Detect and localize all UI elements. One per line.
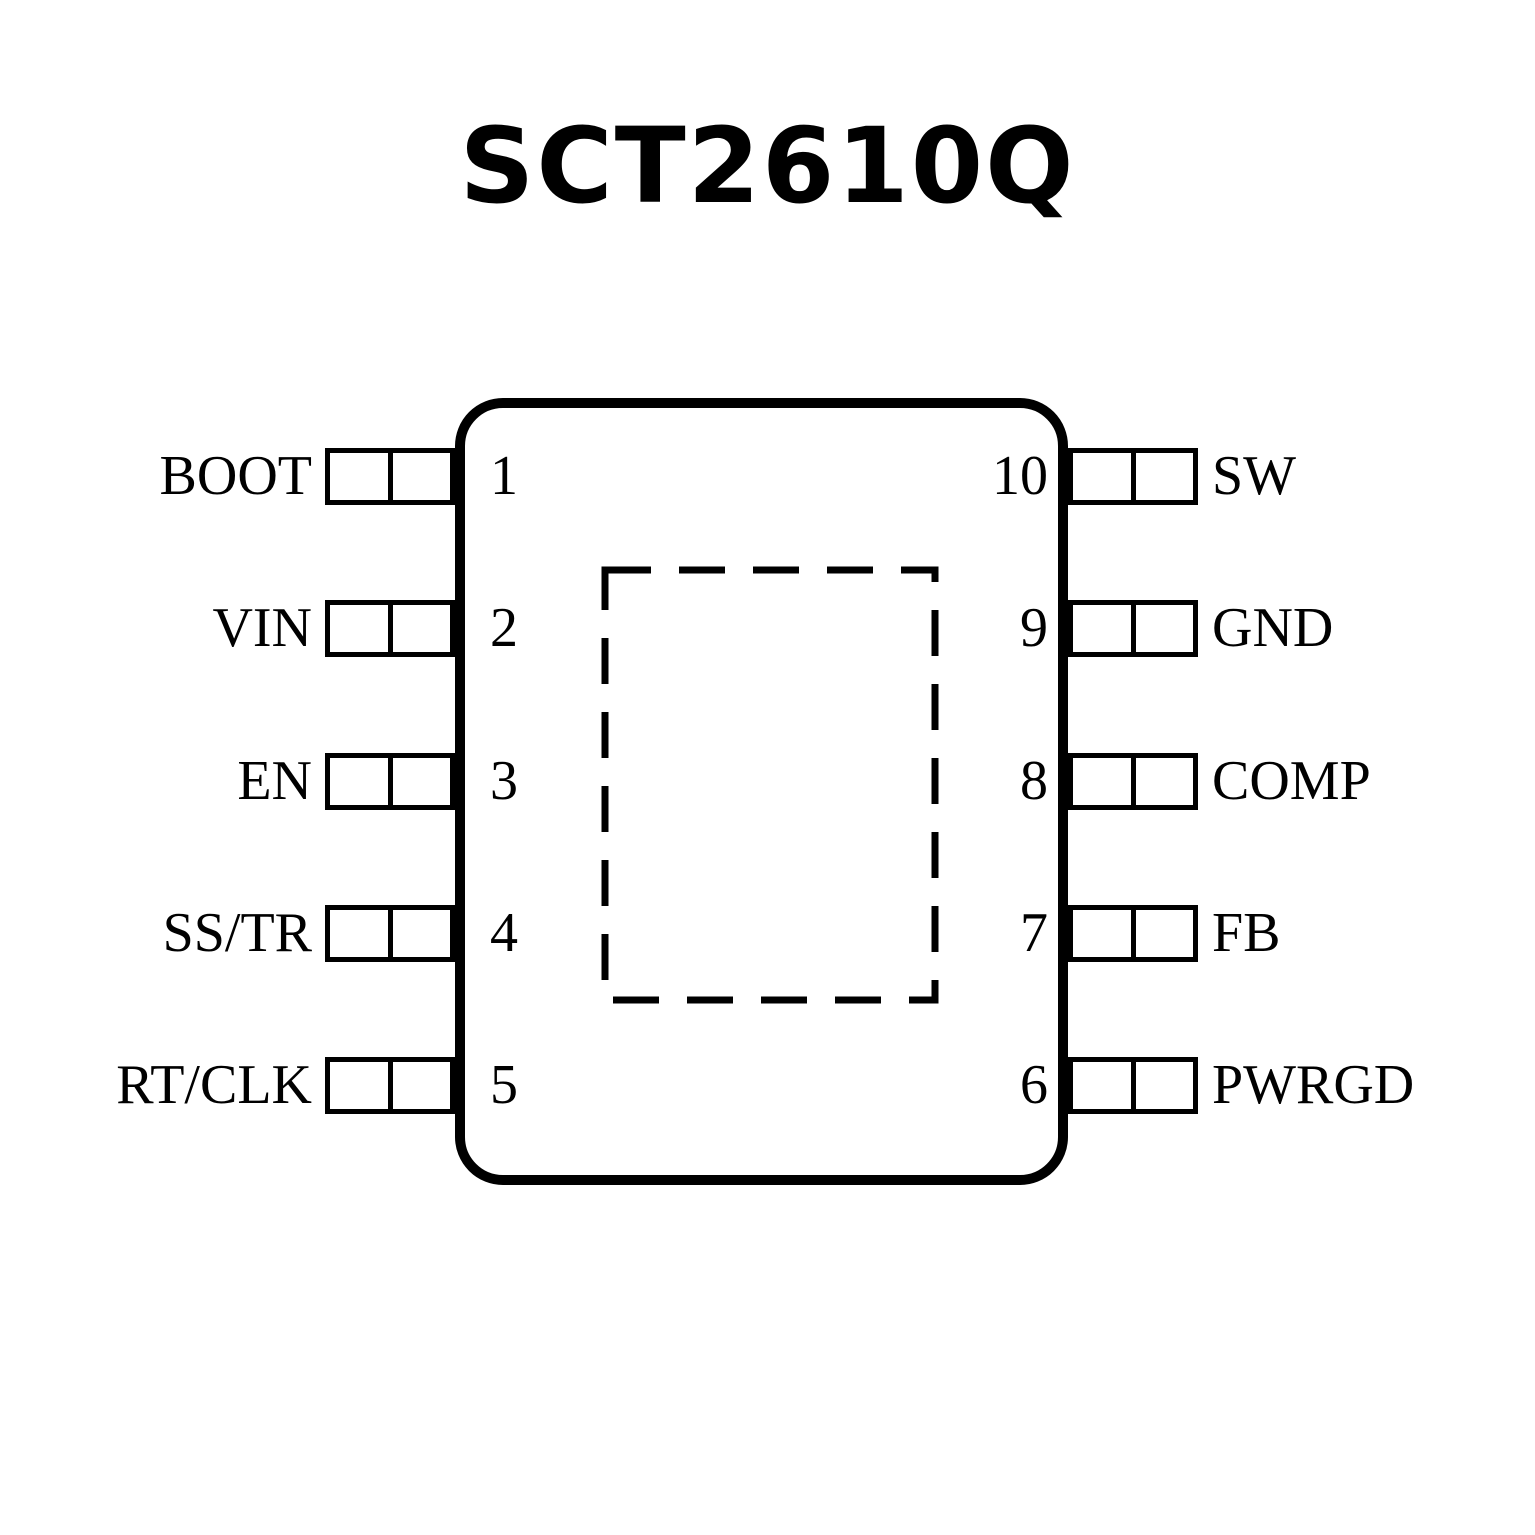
pin-pad-divider [387, 605, 393, 652]
pin-pad-divider [387, 910, 393, 957]
pin-label-fb: FB [1212, 902, 1281, 964]
pin-pad-2 [325, 600, 455, 657]
pin-pad-divider [1130, 758, 1136, 805]
thermal-pad-outline [601, 566, 939, 1004]
pin-number-6: 6 [1020, 1054, 1048, 1116]
pin-pad-divider [1130, 453, 1136, 500]
chip-title: SCT2610Q [459, 105, 1076, 227]
pin-number-5: 5 [490, 1054, 518, 1116]
pin-number-4: 4 [490, 902, 518, 964]
pin-row-10: 10 SW [0, 448, 1535, 505]
pin-label-comp: COMP [1212, 750, 1371, 812]
pin-number-2: 2 [490, 597, 518, 659]
pin-pad-divider [1130, 1062, 1136, 1109]
pin-pad-4 [325, 905, 455, 962]
pin-pad-divider [387, 758, 393, 805]
pin-label-en: EN [237, 750, 312, 812]
pin-row-3: EN 3 [0, 753, 1535, 810]
pin-row-1: BOOT 1 [0, 448, 1535, 505]
pin-pad-divider [387, 1062, 393, 1109]
pin-pad-divider [1130, 605, 1136, 652]
pin-label-vin: VIN [212, 597, 312, 659]
pin-number-9: 9 [1020, 597, 1048, 659]
pin-number-3: 3 [490, 750, 518, 812]
pin-pad-6 [1068, 1057, 1198, 1114]
pin-row-5: RT/CLK 5 [0, 1057, 1535, 1114]
pin-label-ss-tr: SS/TR [162, 902, 312, 964]
pin-pad-divider [387, 453, 393, 500]
pin-row-2: VIN 2 [0, 600, 1535, 657]
pin-number-1: 1 [490, 445, 518, 507]
pin-label-boot: BOOT [159, 445, 312, 507]
pin-row-7: 7 FB [0, 905, 1535, 962]
pin-pad-divider [1130, 910, 1136, 957]
pin-pad-10 [1068, 448, 1198, 505]
pin-row-6: 6 PWRGD [0, 1057, 1535, 1114]
pin-pad-8 [1068, 753, 1198, 810]
pin-pad-3 [325, 753, 455, 810]
pin-pad-1 [325, 448, 455, 505]
pin-pad-5 [325, 1057, 455, 1114]
pin-row-4: SS/TR 4 [0, 905, 1535, 962]
pin-number-8: 8 [1020, 750, 1048, 812]
pin-label-rt-clk: RT/CLK [116, 1054, 312, 1116]
pin-label-gnd: GND [1212, 597, 1334, 659]
chip-package-outline [455, 398, 1068, 1185]
pin-number-10: 10 [992, 445, 1048, 507]
pin-row-8: 8 COMP [0, 753, 1535, 810]
pin-row-9: 9 GND [0, 600, 1535, 657]
pin-number-7: 7 [1020, 902, 1048, 964]
pin-pad-9 [1068, 600, 1198, 657]
pin-label-sw: SW [1212, 445, 1296, 507]
pin-pad-7 [1068, 905, 1198, 962]
pin-label-pwrgd: PWRGD [1212, 1054, 1415, 1116]
